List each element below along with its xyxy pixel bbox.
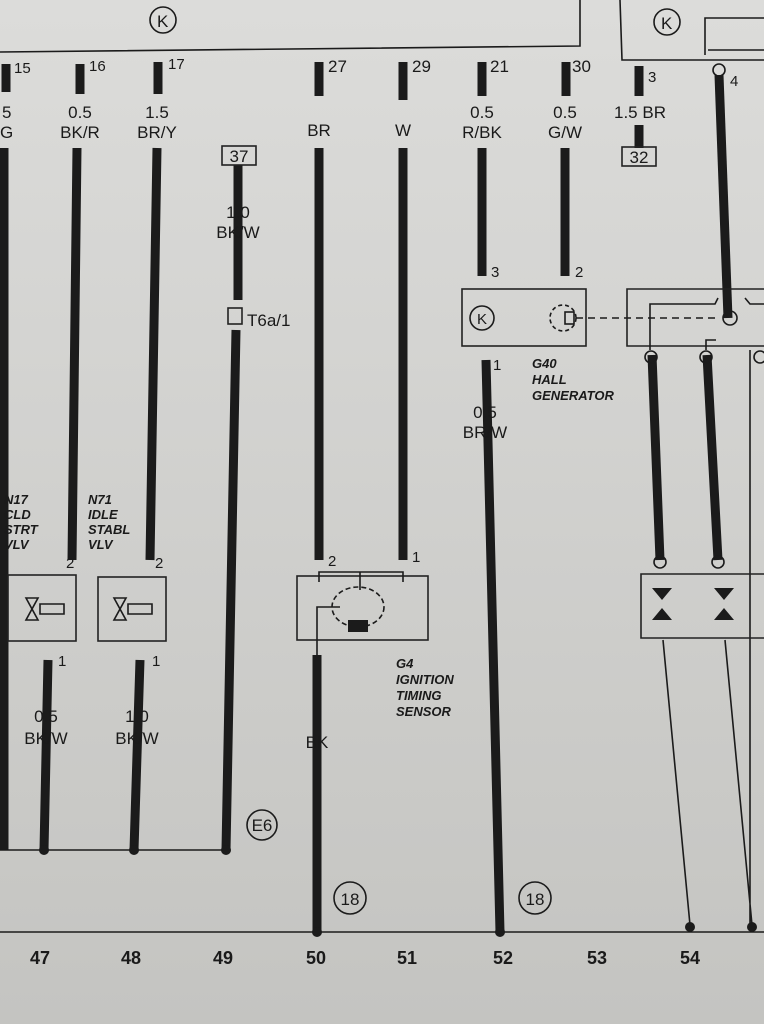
diagram-label: BK: [306, 733, 329, 752]
diagram-label: 1.5 BR: [614, 103, 666, 122]
diagram-label: 49: [213, 948, 233, 968]
diagram-label: 16: [89, 58, 106, 75]
diagram-label: E6: [252, 816, 273, 835]
diagram-label: 18: [341, 890, 360, 909]
control-unit: K K: [0, 0, 764, 61]
control-unit-symbol: K: [157, 12, 169, 31]
wire-labels: 5 G 0.5 BK/R 1.5 BR/Y 1.0 BK/W BR W 0.5 …: [0, 103, 666, 752]
diagram-label: 21: [490, 57, 509, 76]
reference-boxes: 37 32 T6a/1 E6 18 18: [221, 145, 657, 915]
g40-hall-generator: K 3 1 2 G40 HALL GENERATOR: [461, 264, 720, 403]
diagram-label: 32: [630, 148, 649, 167]
diagram-label: BK/W: [216, 223, 259, 242]
diagram-label: VLV: [4, 537, 30, 552]
diagram-label: 1.0: [125, 707, 149, 726]
diagram-label: 3: [648, 69, 656, 86]
diagram-label: 4: [730, 73, 738, 90]
pin-labels: 15 16 17 27 29 21 30 3 4: [14, 56, 738, 90]
diagram-label: 0.5: [470, 103, 494, 122]
diagram-label: 29: [412, 57, 431, 76]
diagram-label: N71: [88, 492, 112, 507]
diagram-label: N17: [4, 492, 29, 507]
diagram-label: K: [477, 311, 487, 328]
diagram-label: BR: [307, 121, 331, 140]
diagram-label: 1: [412, 549, 420, 566]
control-unit-symbol-2: K: [661, 14, 673, 33]
diagram-label: BR/W: [463, 423, 507, 442]
junctions: [39, 845, 757, 937]
wires: [0, 62, 764, 933]
diagram-label: BK/R: [60, 123, 100, 142]
diagram-label: GENERATOR: [532, 388, 614, 403]
diagram-label: 2: [155, 555, 163, 572]
diagram-label: 53: [587, 948, 607, 968]
diagram-label: 18: [526, 890, 545, 909]
diagram-label: 17: [168, 56, 185, 73]
diagram-label: 1.0: [226, 203, 250, 222]
diagram-label: BK/W: [24, 729, 67, 748]
diagram-label: STABL: [88, 522, 130, 537]
diagram-label: HALL: [532, 372, 567, 387]
n71-valve: 2 1 N71 IDLE STABL VLV: [88, 492, 167, 670]
diagram-label: 1: [493, 357, 501, 374]
switch-block: [626, 63, 764, 639]
g4-ignition-timing-sensor: 2 1 G4 IGNITION TIMING SENSOR: [296, 549, 454, 719]
diagram-label: G40: [532, 356, 557, 371]
diagram-label: 0.5: [553, 103, 577, 122]
diagram-label: 37: [230, 147, 249, 166]
diagram-label: 0.5: [68, 103, 92, 122]
diagram-label: BK/W: [115, 729, 158, 748]
diagram-label: 52: [493, 948, 513, 968]
diagram-label: 48: [121, 948, 141, 968]
diagram-label: G4: [396, 656, 414, 671]
diagram-label: 0.5: [473, 403, 497, 422]
diagram-label: 2: [575, 264, 583, 281]
diagram-label: IGNITION: [396, 672, 454, 687]
diagram-label: VLV: [88, 537, 114, 552]
diagram-label: 1.5: [145, 103, 169, 122]
diagram-label: 15: [14, 60, 31, 77]
diagram-label: STRT: [4, 522, 39, 537]
diagram-label: BR/Y: [137, 123, 177, 142]
diagram-label: CLD: [4, 507, 31, 522]
diagram-label: W: [395, 121, 411, 140]
diagram-label: 1: [152, 653, 160, 670]
diagram-label: 3: [491, 264, 499, 281]
diagram-label: 27: [328, 57, 347, 76]
diagram-label: G/W: [548, 123, 582, 142]
diagram-label: 0.5: [34, 707, 58, 726]
diagram-label: 2: [66, 555, 74, 572]
diagram-label: TIMING: [396, 688, 442, 703]
diagram-label: 47: [30, 948, 50, 968]
diagram-label: R/BK: [462, 123, 502, 142]
n17-valve: 2 1 N17 CLD STRT VLV: [4, 492, 77, 670]
diagram-label: T6a/1: [247, 311, 290, 330]
diagram-label: G: [0, 123, 13, 142]
column-numbers: 47 48 49 50 51 52 53 54: [30, 948, 700, 968]
diagram-label: 30: [572, 57, 591, 76]
diagram-label: 54: [680, 948, 700, 968]
diagram-label: 2: [328, 553, 336, 570]
diagram-label: 5: [2, 103, 11, 122]
diagram-label: 1: [58, 653, 66, 670]
diagram-label: 50: [306, 948, 326, 968]
diagram-label: SENSOR: [396, 704, 452, 719]
diagram-label: IDLE: [88, 507, 118, 522]
diagram-label: 51: [397, 948, 417, 968]
